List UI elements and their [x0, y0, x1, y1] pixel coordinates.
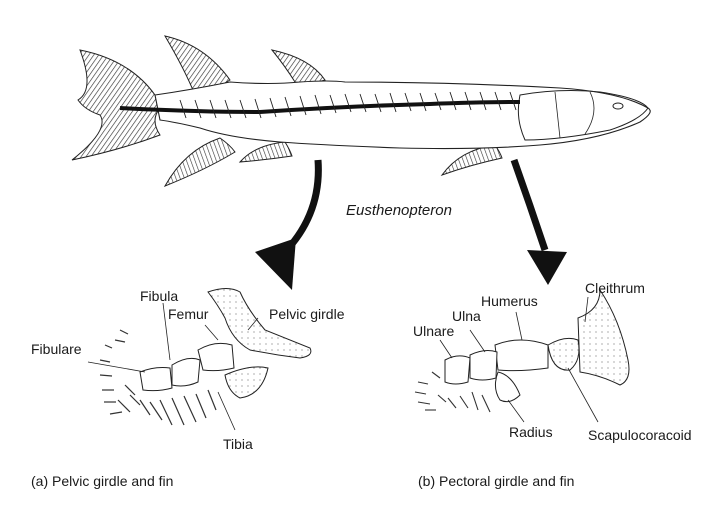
arrow-to-pectoral [510, 158, 567, 285]
label-radius: Radius [509, 424, 553, 440]
pectoral-fin [440, 144, 503, 177]
anal-fin [163, 137, 236, 187]
label-tibia: Tibia [223, 436, 253, 452]
label-femur: Femur [168, 306, 209, 322]
ulnare-bone [444, 355, 471, 385]
label-ulna: Ulna [452, 308, 481, 324]
fish-eye [612, 102, 624, 110]
scapulocoracoid-bone [547, 337, 580, 371]
pelvic-fin [238, 141, 293, 163]
cleithrum-bone [577, 288, 630, 386]
pectoral-fin-drawing [414, 288, 630, 423]
pelvic-girdle-bone [207, 288, 312, 359]
fish-body [154, 80, 651, 150]
fish-head [517, 90, 649, 141]
label-pelvic-girdle: Pelvic girdle [269, 306, 345, 322]
fibula-bone [171, 357, 201, 387]
label-humerus: Humerus [481, 293, 538, 309]
ulna-bone [469, 350, 498, 381]
label-ulnare: Ulnare [413, 323, 455, 339]
caption-panel-b: (b) Pectoral girdle and fin [418, 473, 575, 489]
dorsal-fin-2 [270, 49, 326, 84]
eusthenopteron-fish [71, 35, 651, 187]
humerus-bone [494, 339, 549, 372]
species-label: Eusthenopteron [346, 202, 452, 219]
radius-bone [494, 371, 521, 403]
fibulare-bone [139, 367, 173, 392]
label-scapulocoracoid: Scapulocoracoid [588, 427, 692, 443]
label-fibulare: Fibulare [31, 341, 82, 357]
caption-panel-a: (a) Pelvic girdle and fin [31, 473, 174, 489]
caudal-fin [71, 49, 161, 161]
pelvic-fin-drawing [87, 288, 312, 431]
label-fibula: Fibula [140, 288, 179, 304]
tibia-bone [224, 366, 269, 399]
femur-bone [197, 342, 235, 372]
label-cleithrum: Cleithrum [585, 280, 645, 296]
arrow-to-pelvic [255, 159, 322, 290]
